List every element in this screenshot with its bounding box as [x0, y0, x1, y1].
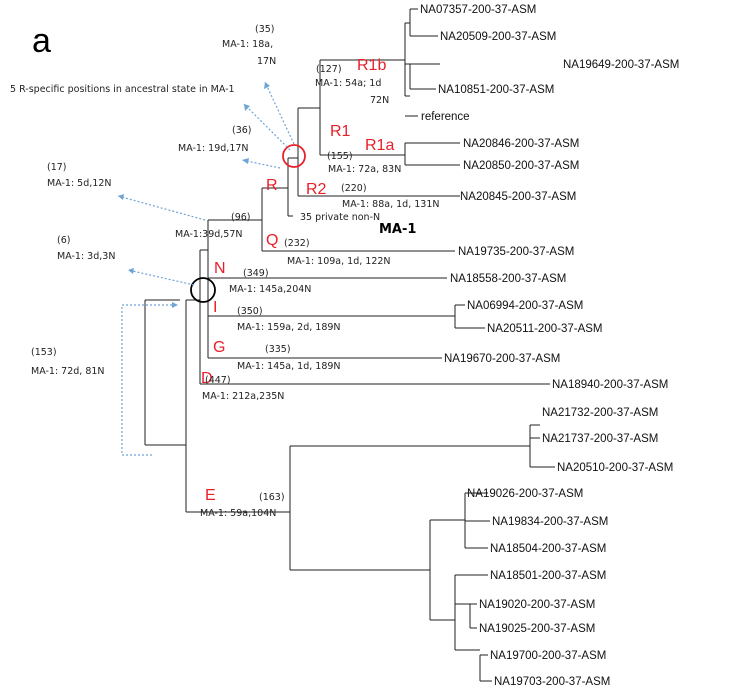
leaf-label: NA20511-200-37-ASM [487, 323, 603, 335]
branch-note: MA-1: 54a; 1d [315, 78, 381, 89]
branch-note: MA-1: 109a, 1d, 122N [287, 256, 391, 267]
leaf-label: NA19026-200-37-ASM [467, 488, 583, 500]
branch-count: (349) [243, 268, 269, 279]
leaf-label: NA19700-200-37-ASM [490, 650, 606, 662]
branch-note: MA-1: 88a, 1d, 131N [342, 199, 439, 210]
ancestral-line: MA-1: 5d,12N [47, 178, 111, 189]
leaf-labels: NA07357-200-37-ASM NA20509-200-37-ASM NA… [420, 4, 679, 688]
leaf-label: NA20510-200-37-ASM [557, 462, 673, 474]
leaf-label: NA18558-200-37-ASM [450, 273, 566, 285]
ancestral-count: (153) [31, 347, 57, 358]
leaf-label: NA19020-200-37-ASM [479, 599, 595, 611]
ancestral-arrows [117, 81, 295, 456]
leaf-label: NA19649-200-37-ASM [563, 59, 679, 71]
branch-count: (96) [231, 212, 251, 223]
haplogroup-label: R1 [330, 123, 351, 140]
ancestral-count: (6) [57, 235, 70, 246]
panel-label: a [32, 22, 51, 60]
leaf-label: NA19703-200-37-ASM [494, 676, 610, 688]
ancestral-line: MA-1: 72d, 81N [31, 366, 105, 377]
leaf-label: reference [421, 111, 470, 123]
branch-count: (447) [205, 375, 231, 386]
leaf-label: NA19025-200-37-ASM [479, 623, 595, 635]
leaf-label: NA19670-200-37-ASM [444, 353, 560, 365]
branch-note: MA-1: 159a, 2d, 189N [237, 322, 341, 333]
branch-note: MA-1: 145a,204N [229, 284, 311, 295]
ancestral-line: MA-1: 18a, [222, 39, 273, 50]
branch-count: (163) [259, 492, 285, 503]
ancestral-line: 5 R-specific positions in ancestral stat… [10, 84, 235, 95]
branch-count: (220) [341, 183, 367, 194]
leaf-label: NA18940-200-37-ASM [552, 379, 668, 391]
leaf-label: NA20850-200-37-ASM [463, 160, 579, 172]
branch-note: MA-1: 145a, 1d, 189N [237, 361, 341, 372]
haplogroup-label: R1b [357, 57, 386, 74]
leaf-label: NA21737-200-37-ASM [542, 433, 658, 445]
branch-count: (335) [265, 344, 291, 355]
ancestral-count: (36) [232, 125, 252, 136]
haplogroup-label: Q [266, 232, 278, 249]
leaf-label: NA07357-200-37-ASM [420, 4, 536, 16]
ancestral-line: 17N [257, 56, 276, 67]
leaf-label: NA18504-200-37-ASM [490, 543, 606, 555]
tree-branches [144, 8, 555, 682]
branch-notes: MA-1: 54a; 1d 72N MA-1: 72a, 83N MA-1: 8… [175, 78, 439, 519]
ancestral-count: (35) [255, 24, 275, 35]
branch-counts: (127) (155) (220) (96) (232) (349) (350)… [205, 64, 367, 503]
haplogroup-label: G [213, 339, 225, 356]
haplogroup-label: E [205, 487, 216, 504]
leaf-label: NA18501-200-37-ASM [490, 570, 606, 582]
branch-note: MA-1: 212a,235N [202, 391, 284, 402]
leaf-label: NA19735-200-37-ASM [458, 246, 574, 258]
ancestral-line: MA-1: 3d,3N [57, 251, 115, 262]
haplogroup-label: D [201, 370, 213, 387]
branch-count: (232) [284, 238, 310, 249]
branch-note: MA-1: 72a, 83N [328, 164, 401, 175]
haplogroup-label: N [214, 260, 226, 277]
leaf-label: NA20509-200-37-ASM [440, 31, 556, 43]
branch-note: 72N [370, 95, 389, 106]
branch-note: MA-1:39d,57N [175, 229, 243, 240]
ancestral-notes: (35) MA-1: 18a, 17N 5 R-specific positio… [10, 24, 276, 377]
branch-count: (155) [327, 151, 353, 162]
ancestral-count: (17) [47, 162, 67, 173]
leaf-label: NA06994-200-37-ASM [467, 300, 583, 312]
leaf-label: NA20846-200-37-ASM [463, 138, 579, 150]
branch-count: (127) [316, 64, 342, 75]
haplogroup-labels: R1b R1 R1a R R2 Q N I G D E [201, 57, 394, 504]
branch-note: MA-1: 59a,104N [200, 508, 276, 519]
root-node-circle [190, 277, 216, 303]
haplogroup-label: R [266, 177, 278, 194]
haplogroup-label: R2 [306, 181, 327, 198]
r1-node-circle [282, 144, 306, 168]
ancestral-line: MA-1: 19d,17N [178, 143, 249, 154]
branch-count: (350) [237, 306, 263, 317]
leaf-label: NA20845-200-37-ASM [460, 191, 576, 203]
leaf-label: NA19834-200-37-ASM [492, 516, 608, 528]
leaf-label: NA21732-200-37-ASM [542, 407, 658, 419]
sample-label: MA-1 [379, 222, 416, 237]
haplogroup-label: R1a [365, 137, 394, 154]
haplogroup-label: I [213, 299, 217, 316]
private-note: 35 private non-N [300, 212, 380, 223]
leaf-label: NA10851-200-37-ASM [438, 84, 554, 96]
